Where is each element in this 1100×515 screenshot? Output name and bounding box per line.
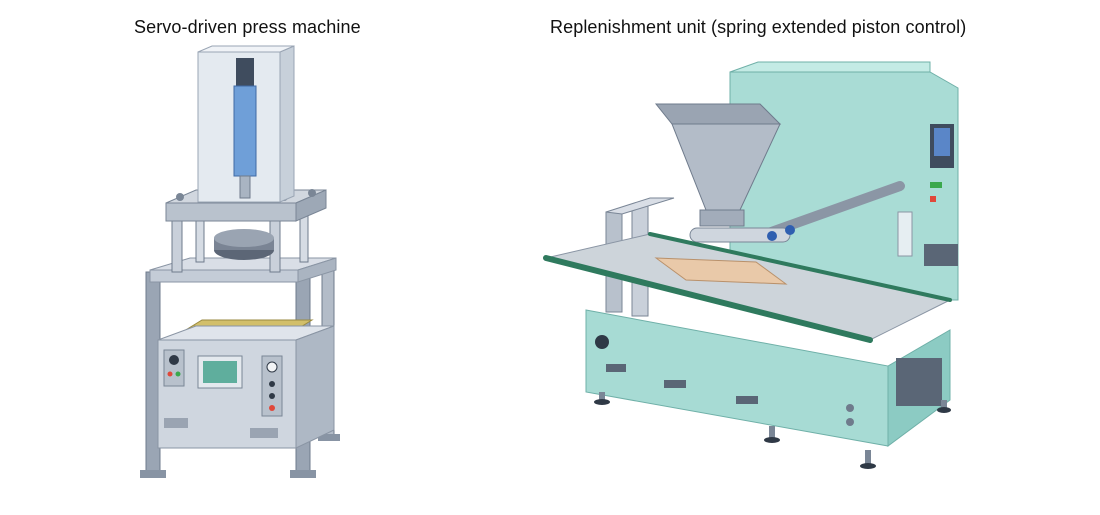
figure-caption-replenishment: Replenishment unit (spring extended pist… [550, 17, 967, 37]
replenishment-unit-icon [543, 61, 959, 469]
press-machine-icon [140, 45, 340, 478]
figure-caption-press: Servo-driven press machine [134, 17, 361, 37]
